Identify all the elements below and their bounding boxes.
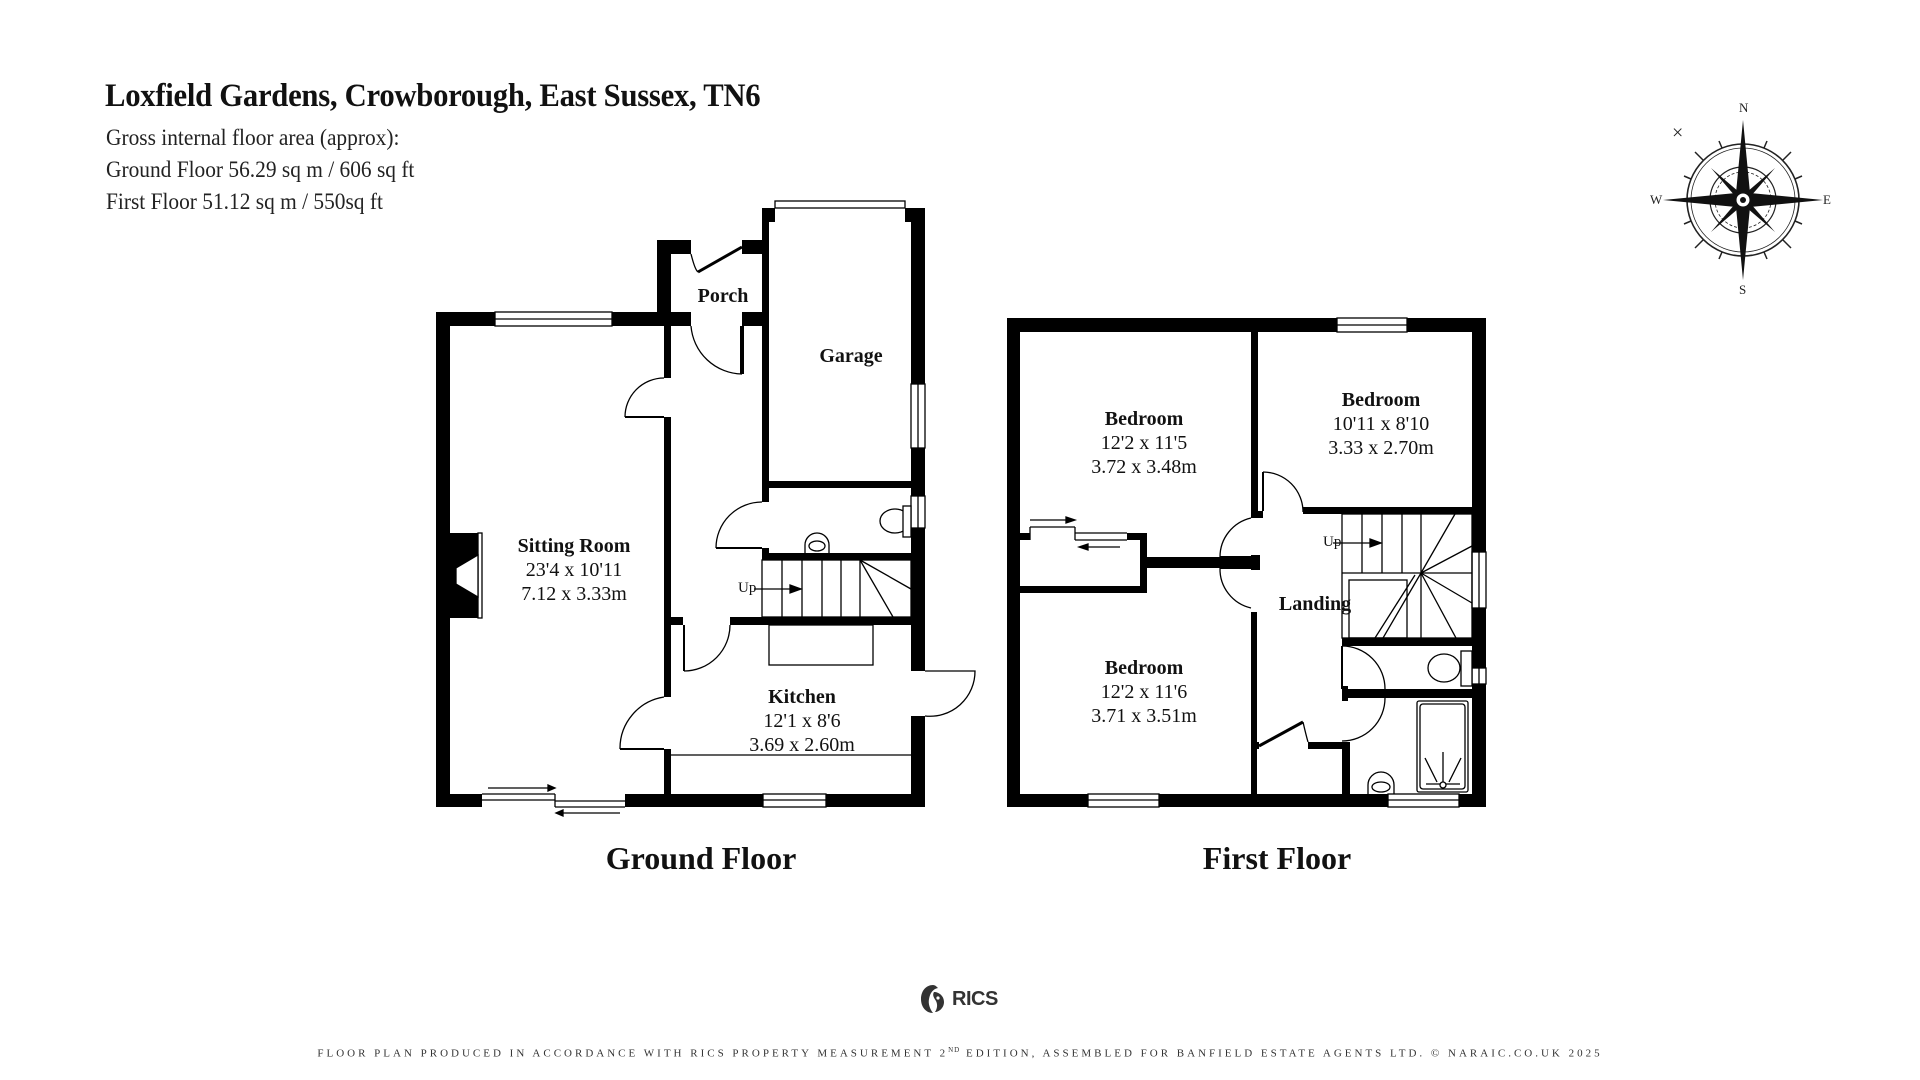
room-name: Bedroom	[1104, 657, 1184, 679]
room-dimensions-imperial: 10'11 x 8'10	[1332, 413, 1430, 435]
room-name: Bedroom	[1104, 408, 1184, 430]
room-dimensions-metric: 3.33 x 2.70m	[1328, 437, 1434, 459]
room-name: Landing	[1278, 593, 1352, 615]
compass-icon	[1663, 120, 1823, 280]
room-dimensions-imperial: 23'4 x 10'11	[525, 559, 623, 581]
rics-logo-text: RICS	[952, 987, 998, 1010]
footer-text-part1: FLOOR PLAN PRODUCED IN ACCORDANCE WITH R…	[317, 1047, 949, 1060]
compass-north: N	[1739, 100, 1749, 115]
compass-rose: N S E W ×	[1640, 100, 1831, 300]
room-landing: Landing	[1279, 592, 1351, 616]
room-garage: Garage	[819, 344, 882, 368]
room-name: Kitchen	[768, 686, 836, 708]
room-sitting-room: Sitting Room 23'4 x 10'11 7.12 x 3.33m	[518, 534, 631, 606]
ground-floor-area: Ground Floor 56.29 sq m / 606 sq ft	[106, 157, 415, 182]
ground-floor-lines	[455, 200, 976, 817]
room-name: Garage	[819, 345, 883, 367]
compass-west: W	[1650, 192, 1663, 207]
room-dimensions-metric: 7.12 x 3.33m	[521, 583, 627, 605]
first-floor-title: First Floor	[1202, 840, 1352, 876]
room-dimensions-metric: 3.69 x 2.60m	[749, 734, 855, 756]
rics-logo: RICS	[918, 982, 998, 1016]
room-name: Sitting Room	[517, 535, 631, 557]
rics-lion-icon	[921, 985, 944, 1013]
footer-text-part2: EDITION, ASSEMBLED FOR BANFIELD ESTATE A…	[960, 1047, 1603, 1060]
stairs-up-label: Up	[1323, 534, 1342, 550]
ground-floor-title: Ground Floor	[605, 840, 797, 876]
footer-disclaimer: FLOOR PLAN PRODUCED IN ACCORDANCE WITH R…	[0, 1046, 1920, 1060]
room-bedroom-3: Bedroom 12'2 x 11'6 3.71 x 3.51m	[1091, 656, 1197, 728]
room-kitchen: Kitchen 12'1 x 8'6 3.69 x 2.60m	[749, 685, 855, 757]
compass-east: E	[1823, 192, 1831, 207]
room-name: Bedroom	[1341, 389, 1421, 411]
room-name: Porch	[697, 285, 749, 307]
room-dimensions-imperial: 12'1 x 8'6	[763, 710, 841, 732]
room-dimensions-metric: 3.72 x 3.48m	[1091, 456, 1197, 478]
room-bedroom-2: Bedroom 10'11 x 8'10 3.33 x 2.70m	[1328, 388, 1434, 460]
first-floor-area: First Floor 51.12 sq m / 550sq ft	[106, 189, 383, 214]
stairs-up-label: Up	[738, 580, 757, 596]
property-title: Loxfield Gardens, Crowborough, East Suss…	[105, 78, 761, 114]
room-dimensions-imperial: 12'2 x 11'5	[1100, 432, 1188, 454]
room-porch: Porch	[698, 284, 749, 308]
compass-marker-icon: ×	[1672, 122, 1684, 144]
first-floor-lines	[1029, 317, 1487, 808]
room-dimensions-imperial: 12'2 x 11'6	[1100, 681, 1188, 703]
area-heading: Gross internal floor area (approx):	[106, 125, 400, 150]
footer-superscript: ND	[948, 1046, 961, 1054]
room-dimensions-metric: 3.71 x 3.51m	[1091, 705, 1197, 727]
first-floor-walls	[1007, 318, 1486, 807]
room-bedroom-1: Bedroom 12'2 x 11'5 3.72 x 3.48m	[1091, 407, 1197, 479]
compass-south: S	[1739, 282, 1747, 297]
